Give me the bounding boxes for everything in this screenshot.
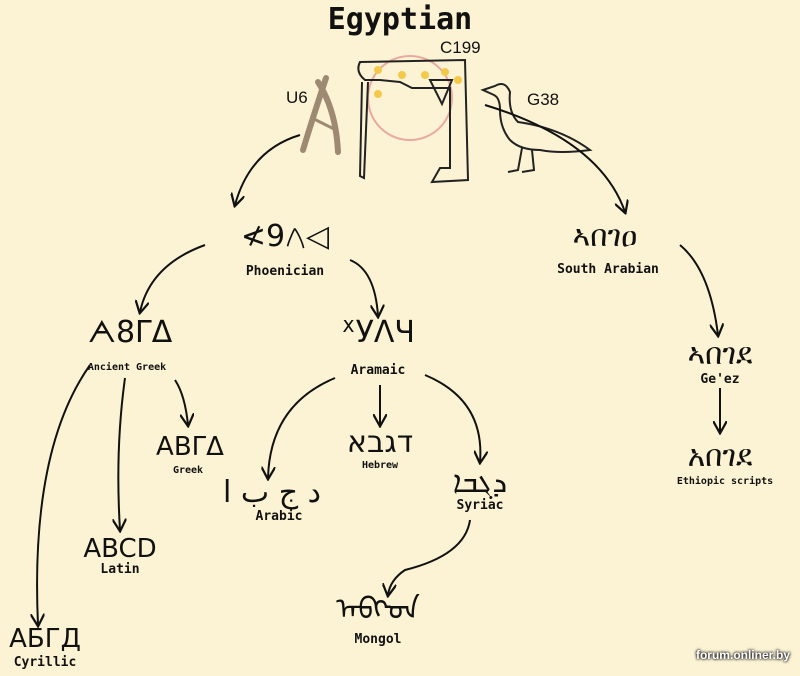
syriac-label: Syriac [456, 498, 504, 513]
ancient-greek-glyphs: ᗅ8ΓΔ [87, 315, 173, 350]
diagram-title: Egyptian [327, 2, 473, 37]
watermark: forum.onliner.by [695, 648, 790, 662]
aramaic-glyphs: ᕁУΛЧ [341, 315, 415, 350]
ethiopic-glyphs: አበገደ [687, 439, 753, 474]
geez-glyphs: ኣበገደ [687, 337, 753, 372]
hieroglyph-code-c199: C199 [440, 38, 481, 57]
ancient-greek-label: Ancient Greek [87, 362, 167, 373]
greek-label: Greek [172, 465, 204, 476]
phoenician-label: Phoenician [245, 264, 325, 279]
hebrew-glyphs: דגבא [346, 425, 414, 460]
phoenician-glyphs: ≮9𐤂◁ [240, 219, 330, 254]
hieroglyph-code-g38: G38 [527, 90, 560, 109]
arabic-label: Arabic [255, 509, 303, 524]
mongol-label: Mongol [354, 632, 402, 647]
south-arabian-glyphs: ኣበገዐ [572, 219, 638, 254]
latin-glyphs: ABCD [83, 534, 157, 564]
cyrillic-label: Cyrillic [13, 655, 77, 670]
cyrillic-glyphs: АБГД [9, 624, 81, 654]
syriac-glyphs: ܕܓܒܐ [452, 465, 508, 500]
mongol-glyphs: ᠠᠪᠭᠳ [336, 592, 420, 627]
aramaic-label: Aramaic [350, 363, 406, 378]
bent-man-hieroglyph-icon [357, 55, 470, 184]
hoe-hieroglyph-icon [300, 75, 341, 155]
ethiopic-label: Ethiopic scripts [676, 476, 774, 487]
hieroglyph-code-u6: U6 [286, 88, 308, 107]
south-arabian-label: South Arabian [557, 262, 659, 277]
latin-label: Latin [100, 562, 140, 577]
geez-label: Ge'ez [700, 372, 740, 387]
hebrew-label: Hebrew [361, 460, 399, 471]
arabic-glyphs: د ج ب ا [223, 475, 321, 510]
greek-glyphs: ΑΒΓΔ [156, 432, 224, 462]
